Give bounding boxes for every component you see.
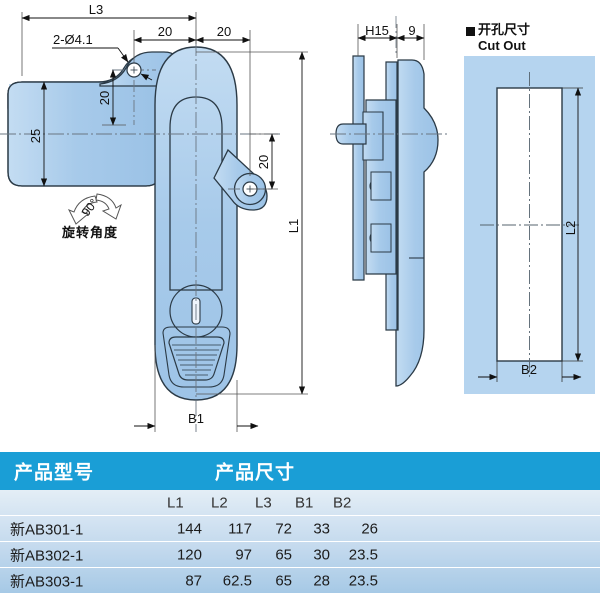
cell-L2: 97: [235, 546, 252, 563]
rotation-angle-label: 旋转角度: [62, 226, 119, 241]
table-column-header-row: L1 L2 L3 B1 B2: [0, 490, 600, 516]
column-header-B1: B1: [295, 494, 314, 511]
dim-L3: L3: [21, 2, 197, 76]
cell-B2: 23.5: [348, 572, 378, 589]
dim-L1: L1: [196, 51, 308, 395]
cutout-caption-en: Cut Out: [478, 37, 526, 53]
cell-B1: 30: [313, 546, 330, 563]
dim-B2-label: B2: [521, 362, 537, 377]
cell-L2: 62.5: [222, 572, 252, 589]
cell-L3: 72: [275, 520, 292, 537]
side-view: H15 9: [330, 16, 448, 387]
hole-callout-label: 2-Ø4.1: [53, 32, 93, 47]
dim-20-top-left-label: 20: [158, 24, 172, 39]
table-row: 新AB303-1 87 62.5 65 28 23.5: [0, 568, 600, 594]
dim-20-vert-right-label: 20: [256, 155, 271, 169]
spec-table: 产品型号 产品尺寸 L1 L2 L3 B1 B2 新AB301-1 144 11…: [0, 452, 600, 594]
dim-9: 9: [396, 23, 425, 60]
cell-B2: 26: [361, 520, 378, 537]
column-header-L1: L1: [167, 494, 184, 511]
cell-L1: 144: [176, 520, 202, 537]
bracket-plate: [352, 55, 365, 281]
dim-20-top-right-label: 20: [217, 24, 231, 39]
dim-20-vert-right: 20: [250, 133, 278, 190]
table-header-model: 产品型号: [14, 461, 95, 484]
cell-B2: 23.5: [348, 546, 378, 563]
table-header-dimensions: 产品尺寸: [215, 461, 296, 484]
grip-outline: [168, 336, 225, 381]
dim-25: 25: [28, 81, 48, 187]
front-view: 2-Ø4.1 L3 20: [0, 2, 308, 432]
engineering-drawing: L2 B2: [0, 2, 595, 432]
dim-B1: B1: [134, 345, 259, 432]
dim-H15-label: H15: [365, 23, 389, 38]
grip-housing: [162, 326, 231, 388]
cutout-caption-cn: 开孔尺寸: [478, 23, 531, 38]
column-header-B2: B2: [333, 494, 352, 511]
dim-L3-label: L3: [89, 2, 103, 17]
column-header-L2: L2: [211, 494, 228, 511]
table-body: L1 L2 L3 B1 B2 新AB301-1 144 117 72 33 26…: [0, 490, 600, 594]
cell-L3: 65: [275, 546, 292, 563]
table-row: 新AB301-1 144 117 72 33 26: [0, 516, 600, 542]
cutout-caption: 开孔尺寸 Cut Out: [466, 23, 531, 54]
table-row: 新AB302-1 120 97 65 30 23.5: [0, 542, 600, 568]
table-header: 产品型号 产品尺寸: [0, 452, 600, 490]
cell-L3: 65: [275, 572, 292, 589]
cutout-panel: L2 B2: [464, 56, 595, 394]
dim-9-label: 9: [408, 23, 415, 38]
cell-B1: 33: [313, 520, 330, 537]
dim-20-vert-left: 20: [97, 69, 126, 126]
cell-B1: 28: [313, 572, 330, 589]
dim-20-top-left: 20: [133, 24, 197, 60]
grip-hatching: [172, 344, 221, 376]
hole-callout: 2-Ø4.1: [52, 32, 153, 81]
drawing-area: L2 B2: [0, 2, 595, 432]
cell-L1: 87: [185, 572, 202, 589]
dim-L2-label: L2: [563, 221, 578, 235]
cell-model: 新AB302-1: [10, 547, 84, 564]
dim-B1-label: B1: [188, 411, 204, 426]
column-header-L3: L3: [255, 494, 272, 511]
dim-L1-label: L1: [286, 219, 301, 233]
cutout-caption-cn-row: 开孔尺寸: [466, 23, 531, 39]
cell-model: 新AB301-1: [10, 521, 84, 538]
dim-25-label: 25: [28, 129, 43, 143]
cell-L1: 120: [176, 546, 202, 563]
bullet-square-icon: [466, 26, 475, 36]
rotation-angle-icon: 90°: [67, 193, 122, 225]
dim-20-top-right: 20: [195, 24, 251, 176]
dim-20-vert-left-label: 20: [97, 91, 112, 105]
dim-H15: H15: [357, 23, 398, 58]
cell-model: 新AB303-1: [10, 573, 84, 590]
cell-L2: 117: [228, 520, 252, 537]
side-handle-profile: [395, 59, 439, 387]
